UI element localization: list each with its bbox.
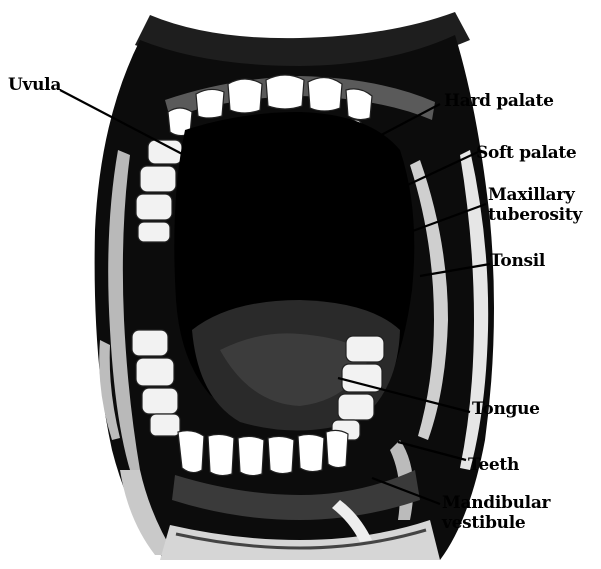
lower-tooth [208,434,234,475]
lower-tooth [298,434,324,471]
upper-tooth [228,79,262,113]
label-tonsil: Tonsil [490,252,545,270]
upper-tooth [196,89,224,118]
lower-left-molar [132,330,168,356]
lower-left-molar [150,414,180,436]
label-mandibular-vestibule-line1: Mandibular [442,494,550,512]
lower-left-molar [142,388,178,414]
upper-tooth [266,75,304,109]
lower-tooth [326,430,348,467]
lower-right-molar [338,394,374,420]
upper-tooth [346,89,372,120]
upper-left-molar [136,194,172,220]
label-hard-palate: Hard palate [444,92,554,110]
upper-left-molar [138,222,170,242]
label-teeth: Teeth [468,456,519,474]
label-mandibular-vestibule-line2: vestibule [442,514,525,532]
label-soft-palate: Soft palate [476,144,576,162]
lower-left-molar [136,358,174,386]
label-maxillary-tuberosity-line1: Maxillary [488,186,575,204]
lower-tooth [268,436,294,473]
lower-right-molar [346,336,384,362]
upper-tooth [308,77,342,111]
lower-tooth [238,436,264,475]
label-maxillary-tuberosity-line2: tuberosity [488,206,582,224]
label-tongue: Tongue [472,400,540,418]
lower-tooth [178,431,204,473]
upper-left-molar [140,166,176,192]
label-uvula: Uvula [8,76,61,94]
